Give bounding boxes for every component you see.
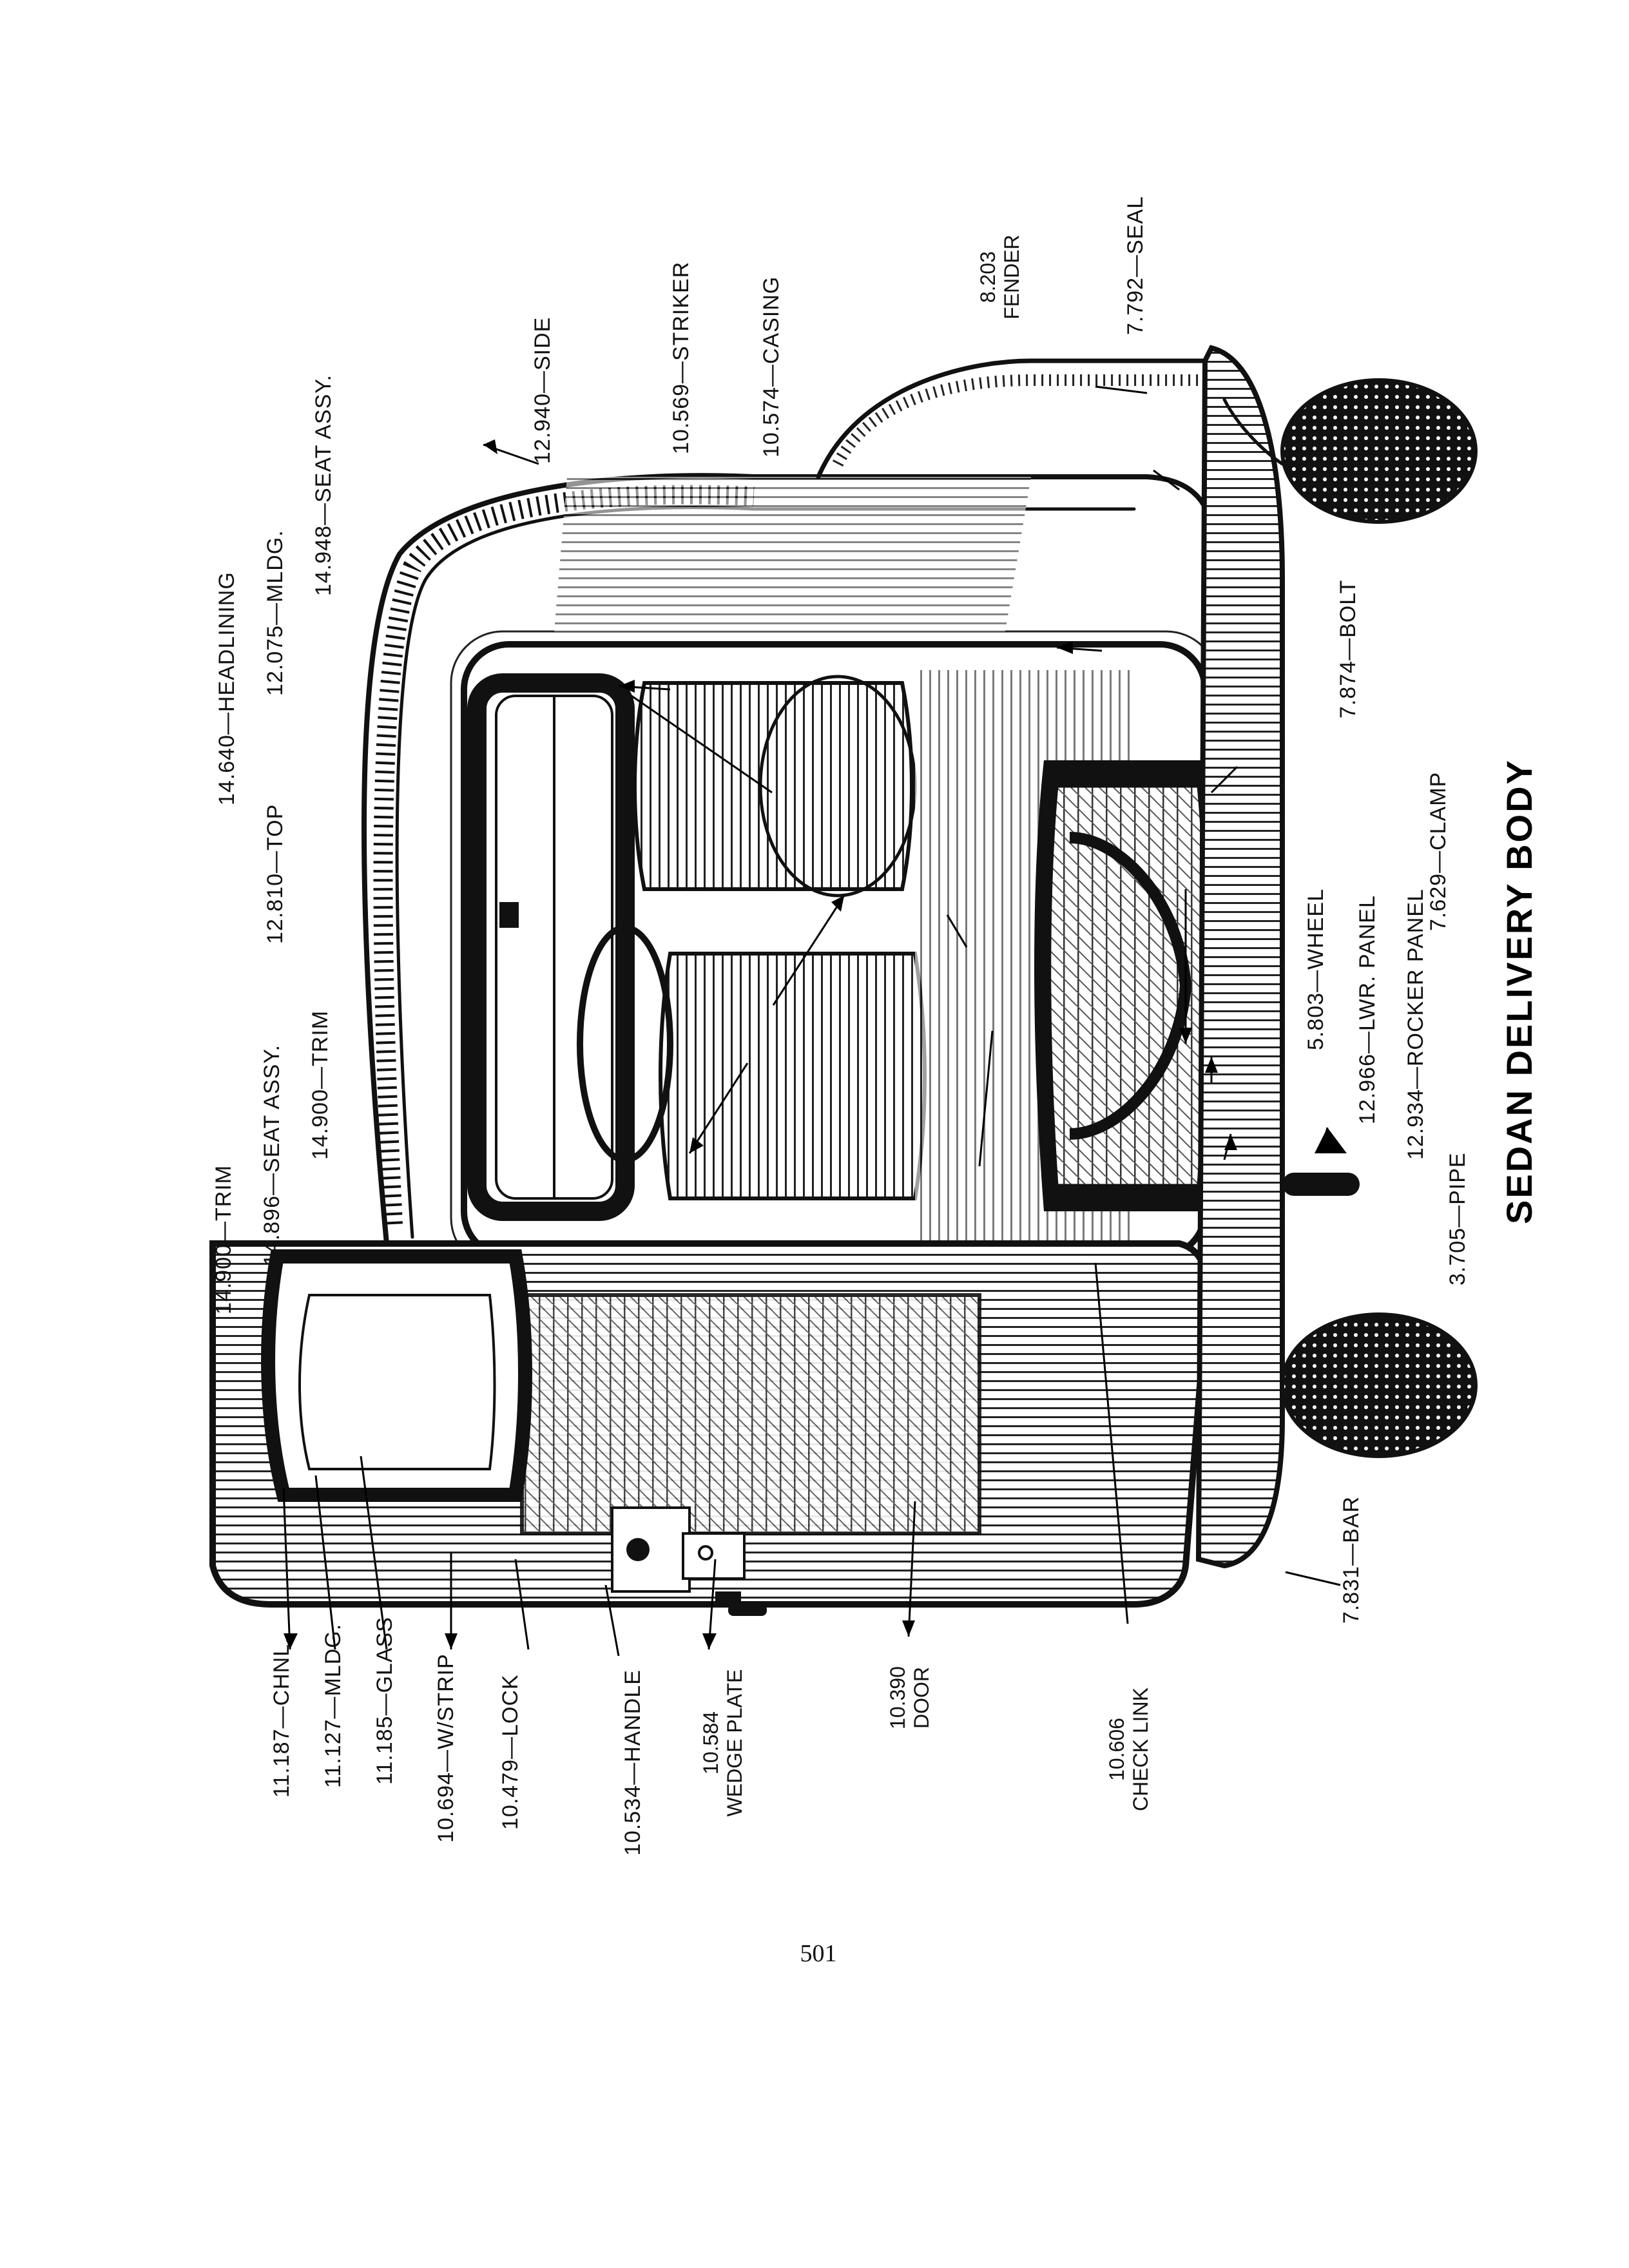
callout-seal: 7.792—SEAL	[1123, 195, 1148, 335]
callout-bolt: 7.874—BOLT	[1336, 579, 1360, 718]
callout-check-link-number: 10.606	[1105, 1718, 1128, 1781]
callout-fender-number: 8.203	[976, 251, 999, 303]
door-panel	[209, 1240, 1211, 1616]
callout-lwr-panel: 12.966—LWR. PANEL	[1355, 895, 1380, 1124]
callout-w-strip: 10.694—W/STRIP	[434, 1653, 458, 1843]
callout-fender-label: FENDER	[999, 235, 1023, 320]
callout-door-number: 10.390	[886, 1666, 909, 1729]
callout-mldg-upper: 12.075—MLDG.	[263, 530, 287, 696]
callout-wedge-plate: 10.584 WEDGE PLATE	[699, 1653, 747, 1833]
spare-wheel	[1034, 760, 1221, 1211]
callout-pipe: 3.705—PIPE	[1445, 1152, 1470, 1285]
callout-chnl: 11.187—CHNL.	[269, 1637, 294, 1798]
callout-door-label: DOOR	[909, 1667, 933, 1729]
callout-headlining: 14.640—HEADLINING	[215, 572, 239, 805]
callout-bar: 7.831—BAR	[1339, 1496, 1364, 1624]
callout-check-link: 10.606 CHECK LINK	[1105, 1669, 1153, 1830]
callout-wheel: 5.803—WHEEL	[1304, 889, 1328, 1050]
callout-wedge-plate-label: WEDGE PLATE	[722, 1669, 746, 1817]
callout-trim-2: 14.900—TRIM	[211, 1164, 236, 1314]
callout-seat-assy-upper: 14.948—SEAT ASSY.	[311, 374, 336, 596]
callout-mldg-lower: 11.127—MLDG.	[321, 1623, 345, 1788]
callout-check-link-label: CHECK LINK	[1128, 1687, 1152, 1812]
diagram-title: SEDAN DELIVERY BODY	[1499, 758, 1539, 1224]
callout-door: 10.390 DOOR	[886, 1646, 934, 1749]
callout-seat-assy-lower: 14.896—SEAT ASSY.	[260, 1044, 284, 1266]
callout-rocker-panel: 12.934—ROCKER PANEL	[1403, 889, 1428, 1160]
callout-handle: 10.534—HANDLE	[621, 1669, 645, 1856]
callout-wedge-plate-number: 10.584	[699, 1711, 722, 1774]
callout-lock: 10.479—LOCK	[498, 1674, 523, 1830]
callout-glass: 11.185—GLASS	[372, 1617, 397, 1785]
page-number: 501	[800, 1940, 837, 1967]
callout-top: 12.810—TOP	[263, 803, 287, 944]
callout-clamp: 7.629—CLAMP	[1426, 771, 1451, 931]
callout-striker: 10.569—STRIKER	[669, 261, 693, 454]
callout-fender: 8.203 FENDER	[976, 229, 1024, 325]
bumper-and-tires	[1195, 345, 1478, 1569]
callout-trim-1: 14.900—TRIM	[308, 1010, 333, 1160]
callout-side: 12.940—SIDE	[530, 316, 555, 464]
leader-lines	[282, 385, 1347, 1657]
callout-casing: 10.574—CASING	[759, 276, 784, 457]
